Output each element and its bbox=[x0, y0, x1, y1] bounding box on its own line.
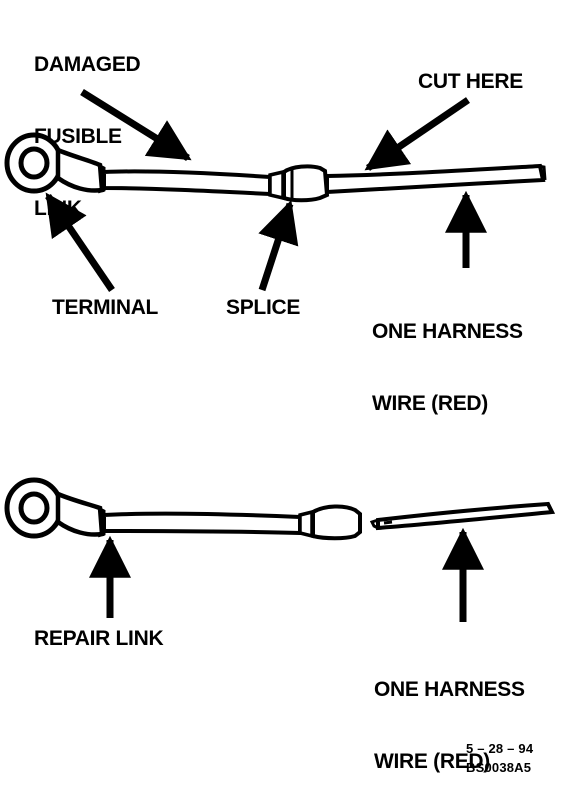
terminal-arrow bbox=[45, 192, 115, 292]
damaged-fusible-link-line-1: DAMAGED bbox=[34, 53, 141, 76]
figure-date: 5 – 28 – 94 bbox=[466, 741, 534, 756]
top-arrows bbox=[45, 89, 487, 292]
ring-terminal-bottom bbox=[4, 477, 106, 539]
one-harness-wire-top-line-2: WIRE (RED) bbox=[372, 392, 488, 415]
one-harness-wire-bottom-line-1: ONE HARNESS bbox=[374, 678, 525, 701]
bottom-assembly bbox=[4, 477, 556, 541]
splice-arrow bbox=[258, 200, 299, 292]
cut-here-label: CUT HERE bbox=[418, 70, 523, 93]
splice bbox=[268, 164, 330, 203]
damaged-link-arrow bbox=[80, 89, 192, 161]
damaged-fusible-link-label: DAMAGED FUSIBLE LINK bbox=[34, 5, 141, 245]
repair-splice bbox=[298, 504, 362, 541]
one-harness-wire-bottom-line-2: WIRE (RED) bbox=[374, 750, 490, 773]
cut-here-arrow bbox=[364, 97, 470, 171]
ring-terminal-top bbox=[4, 132, 106, 194]
bottom-arrows bbox=[89, 527, 484, 622]
terminal-label: TERMINAL bbox=[52, 296, 159, 319]
repair-link-label: REPAIR LINK bbox=[34, 627, 164, 650]
damaged-fusible-link-line-3: LINK bbox=[34, 197, 82, 220]
repair-link-wire bbox=[102, 511, 302, 536]
one-harness-wire-top-line-1: ONE HARNESS bbox=[372, 320, 523, 343]
one-harness-wire-top-label: ONE HARNESS WIRE (RED) bbox=[372, 272, 523, 440]
damaged-fusible-link-line-2: FUSIBLE bbox=[34, 125, 122, 148]
figure-code: BS0038A5 bbox=[466, 760, 532, 775]
harness-wire-bottom bbox=[369, 501, 556, 531]
harness-wire-top bbox=[325, 163, 546, 195]
one-harness-wire-bottom-label: ONE HARNESS WIRE (RED) bbox=[374, 630, 525, 798]
top-assembly bbox=[4, 132, 547, 203]
splice-label: SPLICE bbox=[226, 296, 301, 319]
